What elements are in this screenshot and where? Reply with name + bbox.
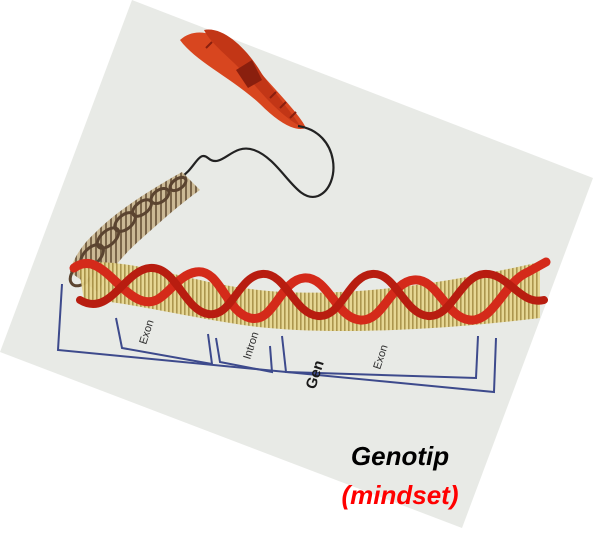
caption-mindset: (mindset): [300, 479, 500, 511]
caption-genotype: Genotip: [300, 440, 500, 472]
